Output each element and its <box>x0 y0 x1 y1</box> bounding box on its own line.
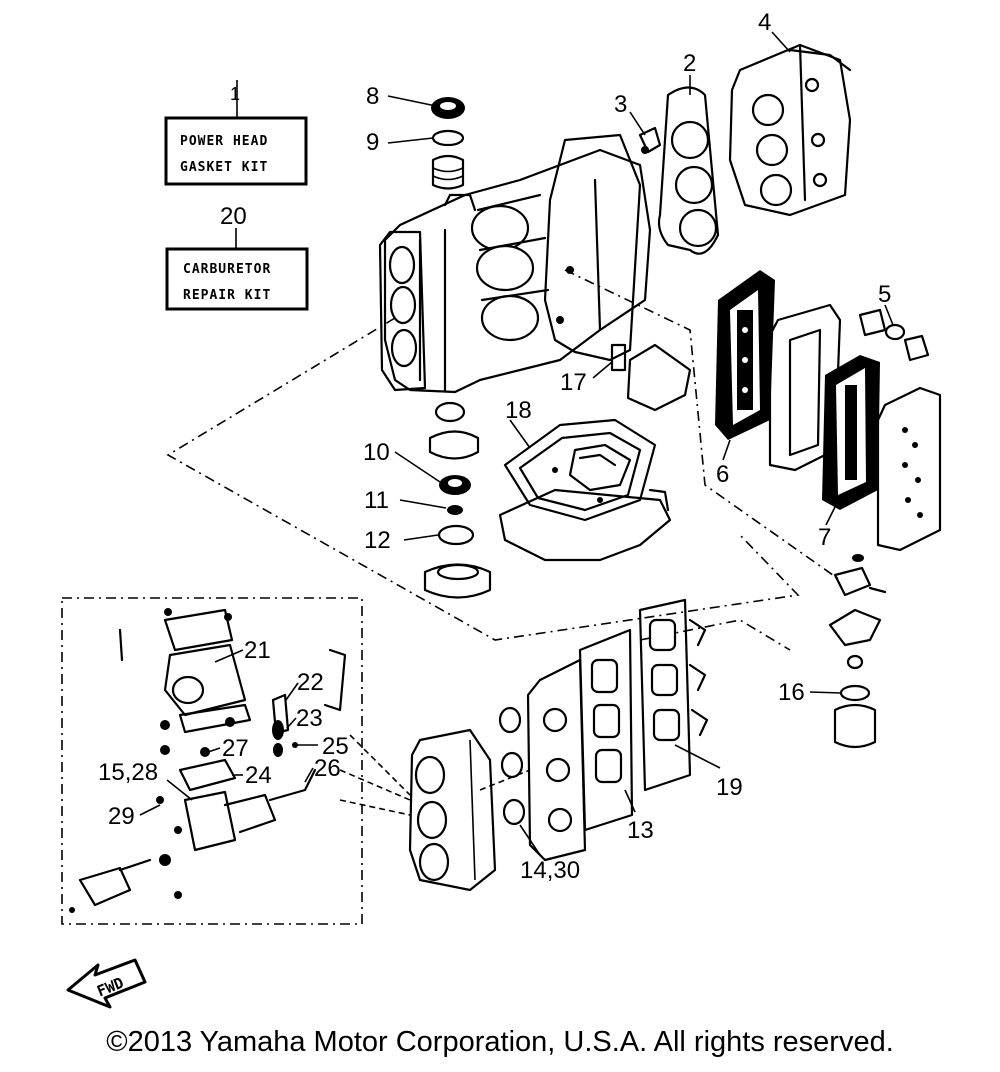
exhaust-inner-gasket-6 <box>715 270 775 440</box>
cylinder-head <box>728 43 852 217</box>
exhaust-outer-gasket-7 <box>822 355 880 510</box>
reed-plate <box>526 658 587 862</box>
callout-10: 10 <box>363 439 390 466</box>
callout-22: 22 <box>297 669 324 696</box>
callout-19: 19 <box>716 774 743 801</box>
callout-18: 18 <box>505 397 532 424</box>
kit-label-carburetor: 20 CARBURETOR REPAIR KIT <box>165 203 309 311</box>
callout-29: 29 <box>108 803 135 830</box>
callout-14-30: 14,30 <box>520 857 580 884</box>
crankcase-block <box>378 133 652 394</box>
kit1-line1: POWER HEAD <box>180 134 268 149</box>
callout-26: 26 <box>314 755 341 782</box>
callout-15-28: 15,28 <box>98 759 158 786</box>
part-3-bolt <box>638 126 662 154</box>
carburetor-kit-box <box>61 597 363 925</box>
kit-label-power-head: 1 POWER HEAD GASKET KIT <box>164 80 308 186</box>
kit1-line2: GASKET KIT <box>180 160 268 175</box>
copyright-notice: ©2013 Yamaha Motor Corporation, U.S.A. A… <box>106 1026 894 1058</box>
callout-1: 1 <box>230 84 240 104</box>
carburetor-assembly <box>69 608 347 913</box>
intake-gasket-13 <box>578 628 634 832</box>
leader-lines <box>139 31 894 856</box>
part-5-thermostat <box>858 308 930 362</box>
water-pump-group <box>828 554 887 749</box>
intake-manifold <box>408 728 497 892</box>
kit20-line2: REPAIR KIT <box>183 288 271 303</box>
callout-23: 23 <box>296 705 323 732</box>
assembly-boundary-lines <box>166 269 841 651</box>
callout-13: 13 <box>627 817 654 844</box>
lower-plate <box>498 488 672 562</box>
callout-12: 12 <box>364 527 391 554</box>
callout-2: 2 <box>683 50 696 77</box>
crank-lower-bearings <box>423 401 492 599</box>
callout-20: 20 <box>220 203 247 230</box>
exhaust-outer-cover <box>876 386 942 552</box>
callout-6: 6 <box>716 461 729 488</box>
callout-21: 21 <box>244 637 271 664</box>
callout-11: 11 <box>364 487 389 514</box>
exhaust-inner-cover <box>768 303 842 472</box>
forward-arrow-icon: FWD <box>66 958 147 1009</box>
cylinder-head-gasket <box>657 86 720 255</box>
callout-17: 17 <box>560 369 587 396</box>
kit20-line1: CARBURETOR <box>183 262 271 277</box>
part-17-cover <box>610 343 692 412</box>
o-rings-14-30 <box>498 706 526 826</box>
callout-16: 16 <box>778 679 805 706</box>
callout-4: 4 <box>758 9 771 36</box>
top-seal-group <box>431 97 465 190</box>
callout-numbers: 2 3 4 5 6 7 8 9 10 11 12 13 14,30 15,28 … <box>98 9 891 884</box>
intake-gasket-19 <box>638 598 709 792</box>
callout-27: 27 <box>222 735 249 762</box>
callout-24: 24 <box>245 762 272 789</box>
lower-gasket-18 <box>503 418 657 522</box>
callout-8: 8 <box>366 83 379 110</box>
callout-7: 7 <box>818 524 831 551</box>
callout-25: 25 <box>322 733 349 760</box>
callout-5: 5 <box>878 281 891 308</box>
callout-3: 3 <box>614 91 627 118</box>
callout-9: 9 <box>366 129 379 156</box>
